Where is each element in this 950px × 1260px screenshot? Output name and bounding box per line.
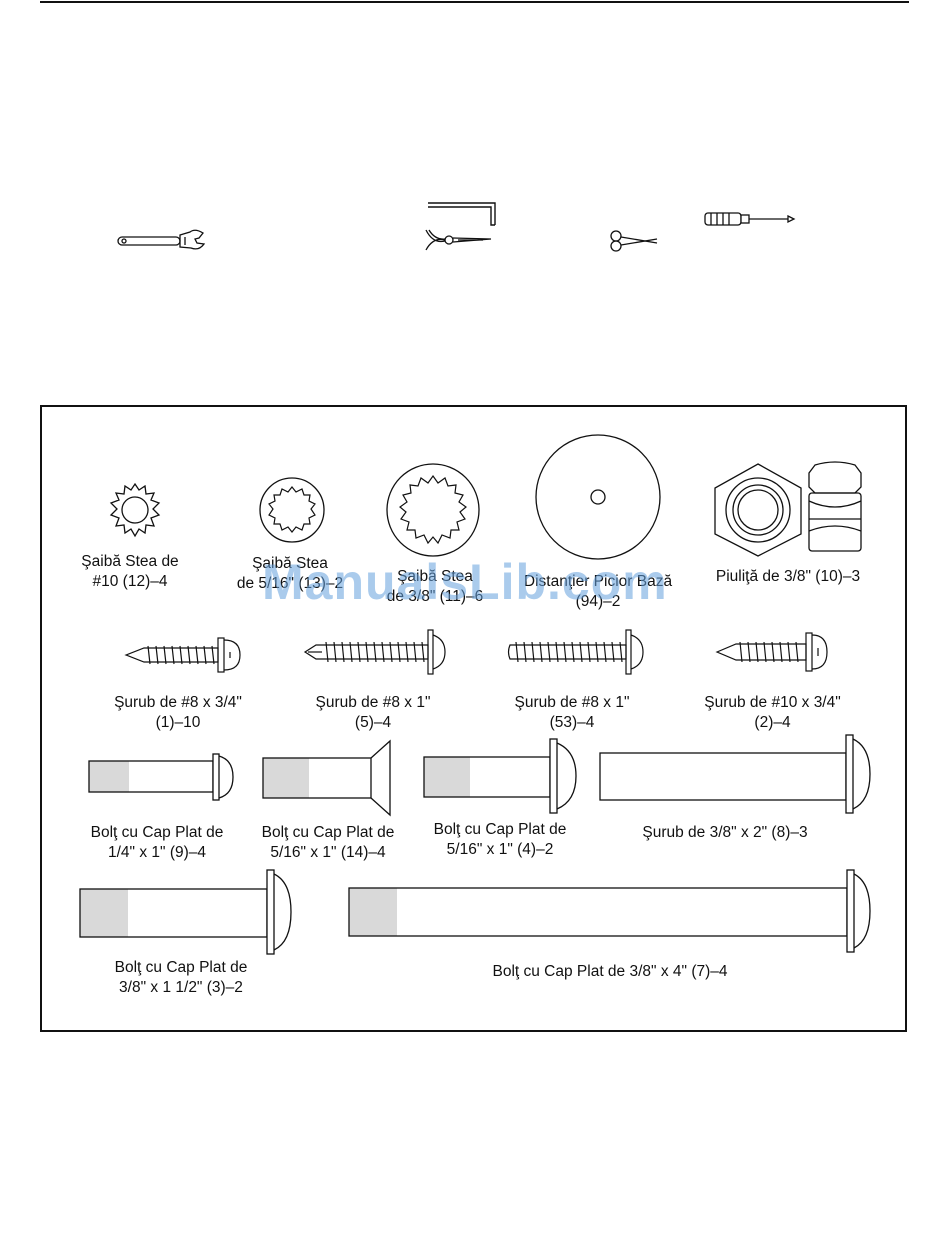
part-label-4-line2: 5/16" x 1" (4)–2 xyxy=(446,841,554,858)
part-label-12-line1: Şaibă Stea de xyxy=(81,553,179,570)
part-label-9: Bolţ cu Cap Plat de 1/4" x 1" (9)–4 xyxy=(72,823,242,863)
part-label-8: Şurub de 3/8" x 2" (8)–3 xyxy=(620,823,830,843)
part-label-1-line2: (1)–10 xyxy=(155,714,201,731)
pliers-icon xyxy=(425,229,492,251)
watermark: ManualsLib.com xyxy=(262,554,668,610)
base-leg-spacer-icon xyxy=(535,434,661,560)
screw-8x1-5-icon xyxy=(303,629,446,675)
part-label-9-line2: 1/4" x 1" (9)–4 xyxy=(107,844,207,861)
flat-head-bolt-14-icon xyxy=(262,739,391,817)
part-label-1-line1: Şurub de #8 x 3/4" xyxy=(114,694,242,711)
screw-3-8x2-icon xyxy=(599,734,871,814)
part-label-12: Şaibă Stea de #10 (12)–4 xyxy=(60,552,200,592)
part-label-5: Şurub de #8 x 1" (5)–4 xyxy=(283,693,463,733)
hex-nut-top-icon xyxy=(714,463,802,557)
star-washer-3-8-icon xyxy=(386,463,480,557)
part-label-94: Distanţier Picior Bază (94)–2 xyxy=(503,572,693,612)
part-label-10-line1: Piuliţă de 3/8" (10)–3 xyxy=(715,568,861,585)
part-label-13: Şaibă Stea de 5/16" (13)–2 xyxy=(220,554,360,594)
hex-nut-side-icon xyxy=(808,461,862,552)
hex-key-icon xyxy=(428,202,496,226)
part-label-53: Şurub de #8 x 1" (53)–4 xyxy=(482,693,662,733)
screw-8x3-4-icon xyxy=(124,637,241,673)
part-label-53-line2: (53)–4 xyxy=(549,714,595,731)
star-washer-5-16-icon xyxy=(259,477,325,543)
screwdriver-icon xyxy=(704,212,796,226)
part-label-13-line1: Şaibă Stea xyxy=(252,555,328,572)
part-label-10: Piuliţă de 3/8" (10)–3 xyxy=(698,567,878,587)
button-head-bolt-3-icon xyxy=(79,869,292,955)
part-label-8-line1: Şurub de 3/8" x 2" (8)–3 xyxy=(642,824,808,841)
part-label-2-line2: (2)–4 xyxy=(754,714,791,731)
part-label-3-line1: Bolţ cu Cap Plat de xyxy=(114,959,248,976)
part-label-12-line2: #10 (12)–4 xyxy=(92,573,168,590)
screw-8x1-53-icon xyxy=(507,629,644,675)
button-head-bolt-7-icon xyxy=(348,869,871,953)
part-label-5-line1: Şurub de #8 x 1" xyxy=(315,694,431,711)
adjustable-wrench-icon xyxy=(117,229,206,250)
part-label-4: Bolţ cu Cap Plat de 5/16" x 1" (4)–2 xyxy=(415,820,585,860)
part-label-2-line1: Şurub de #10 x 3/4" xyxy=(704,694,841,711)
part-label-11-line1: Şaibă Stea xyxy=(397,568,473,585)
button-head-bolt-4-icon xyxy=(423,738,577,814)
top-rule xyxy=(40,1,909,3)
part-label-3: Bolţ cu Cap Plat de 3/8" x 1 1/2" (3)–2 xyxy=(96,958,266,998)
part-label-7: Bolţ cu Cap Plat de 3/8" x 4" (7)–4 xyxy=(470,962,750,982)
button-head-bolt-9-icon xyxy=(88,753,234,801)
part-label-4-line1: Bolţ cu Cap Plat de xyxy=(433,821,567,838)
part-label-2: Şurub de #10 x 3/4" (2)–4 xyxy=(680,693,865,733)
part-label-14-line2: 5/16" x 1" (14)–4 xyxy=(270,844,386,861)
part-label-1: Şurub de #8 x 3/4" (1)–10 xyxy=(88,693,268,733)
part-label-14-line1: Bolţ cu Cap Plat de xyxy=(261,824,395,841)
part-label-9-line1: Bolţ cu Cap Plat de xyxy=(90,824,224,841)
part-label-14: Bolţ cu Cap Plat de 5/16" x 1" (14)–4 xyxy=(243,823,413,863)
part-label-11: Şaibă Stea de 3/8" (11)–6 xyxy=(365,567,505,607)
part-label-13-line2: de 5/16" (13)–2 xyxy=(236,575,344,592)
part-label-94-line1: Distanţier Picior Bază xyxy=(523,573,673,590)
part-label-7-line1: Bolţ cu Cap Plat de 3/8" x 4" (7)–4 xyxy=(492,963,728,980)
scissors-icon xyxy=(610,230,658,252)
star-washer-10-icon xyxy=(109,482,161,538)
part-label-53-line1: Şurub de #8 x 1" xyxy=(514,694,630,711)
parts-identification-chart xyxy=(40,405,907,1032)
part-label-11-line2: de 3/8" (11)–6 xyxy=(386,588,484,605)
part-label-94-line2: (94)–2 xyxy=(575,593,621,610)
screw-10x3-4-icon xyxy=(715,632,828,672)
part-label-3-line2: 3/8" x 1 1/2" (3)–2 xyxy=(119,979,243,996)
part-label-5-line2: (5)–4 xyxy=(354,714,392,731)
